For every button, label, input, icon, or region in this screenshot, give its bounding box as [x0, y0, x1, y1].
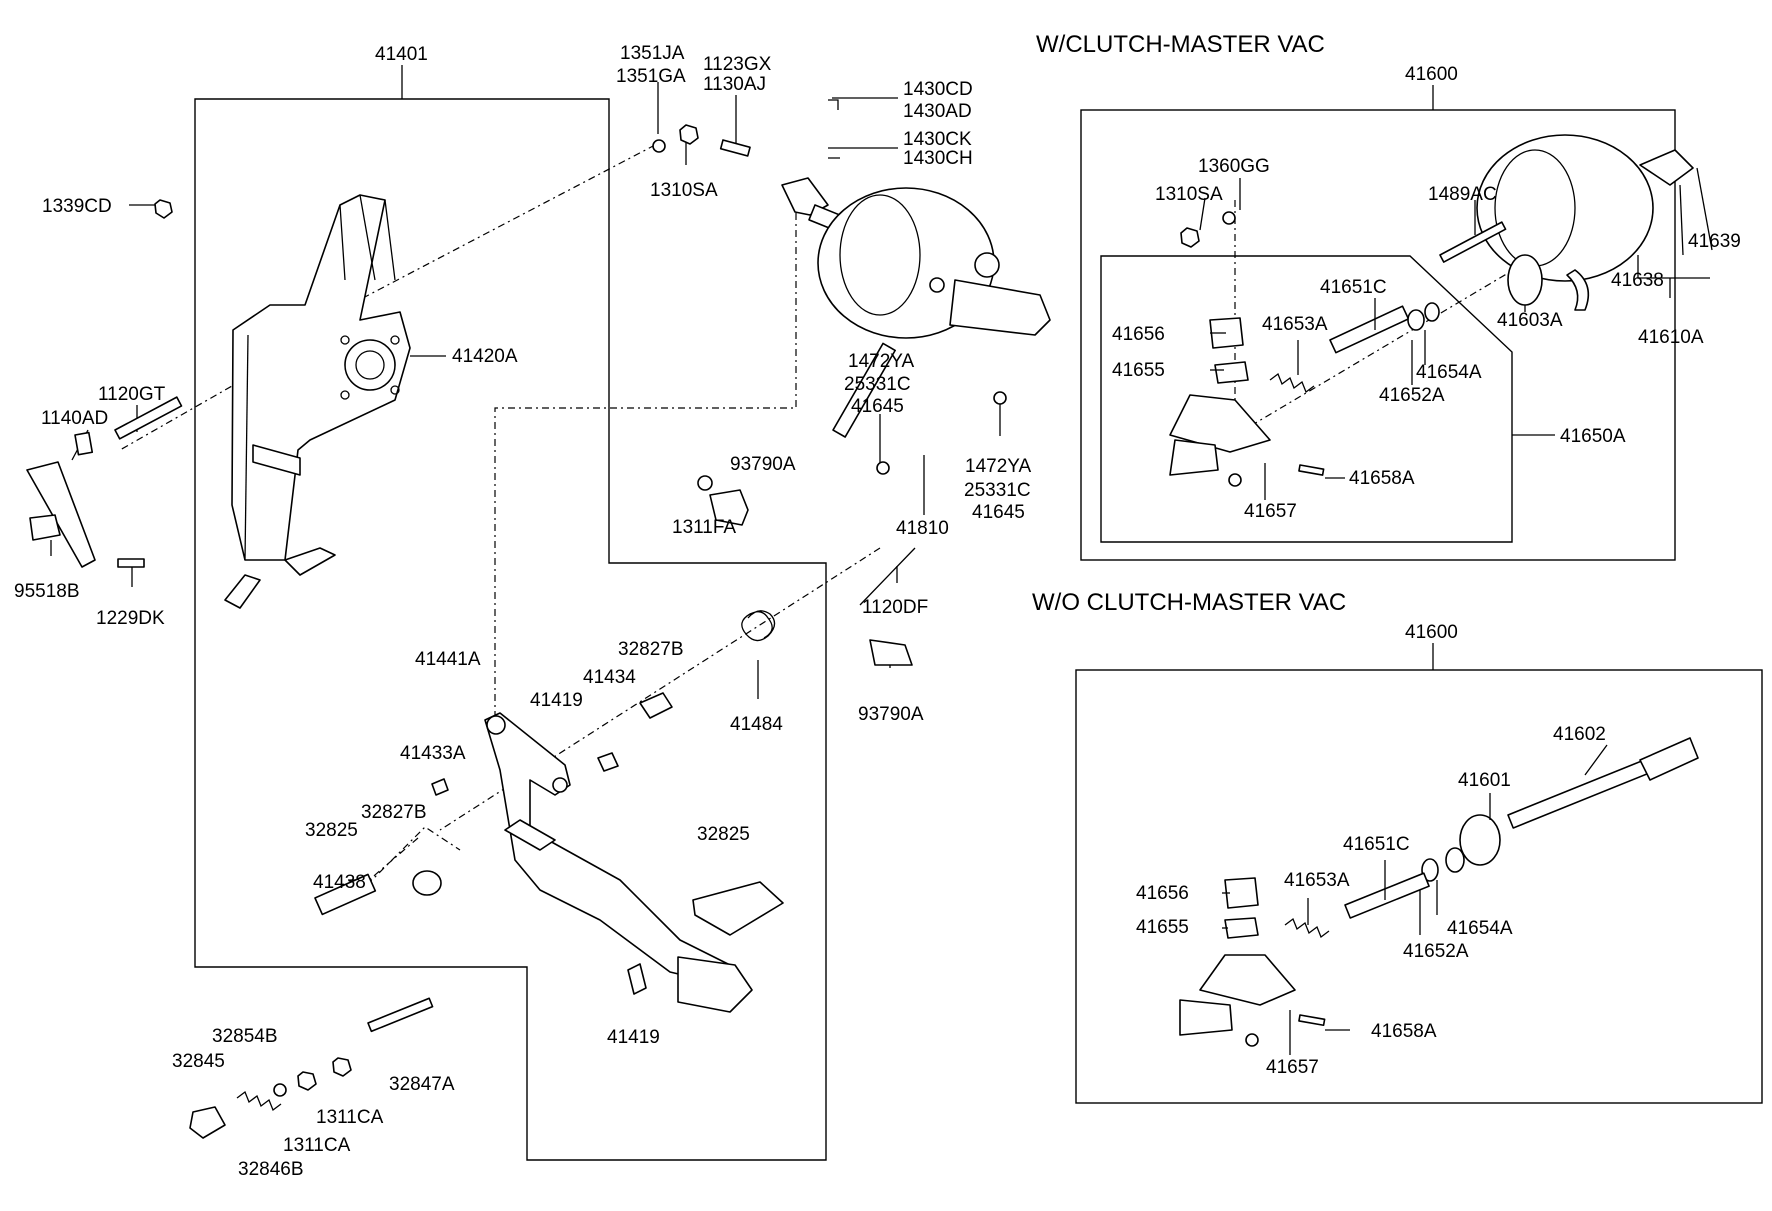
part-label: 32847A: [389, 1074, 455, 1095]
part-label: 93790A: [730, 454, 796, 475]
part-label: 1430CD: [903, 79, 973, 100]
part-label: 41600: [1405, 64, 1458, 85]
part-label: 1351JA: [620, 43, 685, 64]
part-label: 1489AC: [1428, 184, 1497, 205]
part-label: 41655: [1112, 360, 1165, 381]
part-label: 1229DK: [96, 608, 165, 629]
part-label: 41603A: [1497, 310, 1563, 331]
part-label: 41658A: [1349, 468, 1415, 489]
pedal-stop-adjuster: [189, 997, 434, 1139]
part-label: 41645: [851, 396, 904, 417]
part-label: 41441A: [415, 649, 481, 670]
part-label: 25331C: [964, 480, 1031, 501]
part-label: 41420A: [452, 346, 518, 367]
clutch-pedal-lever: [484, 712, 784, 1013]
brake-booster: [781, 177, 1051, 339]
part-label: 32825: [305, 820, 358, 841]
part-label: 41658A: [1371, 1021, 1437, 1042]
part-label: 41433A: [400, 743, 466, 764]
part-label: 41651C: [1320, 277, 1387, 298]
part-label: 1472YA: [848, 351, 915, 372]
part-label: 1310SA: [1155, 184, 1223, 205]
part-label: 32827B: [361, 802, 427, 823]
without-vac-frame: [1075, 669, 1763, 1104]
part-label: 25331C: [844, 374, 911, 395]
small-hardware-left: [26, 124, 1007, 916]
without-vac-leader-lines: [1222, 643, 1608, 1055]
part-label: 41645: [972, 502, 1025, 523]
part-label: 41484: [730, 714, 783, 735]
part-label: 32825: [697, 824, 750, 845]
part-label: 41654A: [1416, 362, 1482, 383]
part-label: 41401: [375, 44, 428, 65]
pedal-assembly-frame: [194, 98, 827, 1161]
part-label: 1311CA: [283, 1135, 351, 1156]
part-label: 1120DF: [862, 597, 928, 618]
part-label: 41639: [1688, 231, 1741, 252]
with-vac-booster-parts: [1180, 134, 1694, 311]
part-label: 93790A: [858, 704, 924, 725]
part-labels-without-vac: 41600 41602 41601 41651C 41656 41653A 41…: [1136, 622, 1606, 1078]
part-label: 41657: [1244, 501, 1297, 522]
pedal-bracket-41420a: [224, 194, 411, 609]
part-label: 41601: [1458, 770, 1511, 791]
part-label: 41434: [583, 667, 636, 688]
part-label: 1430CK: [903, 129, 972, 150]
part-label: 1472YA: [965, 456, 1032, 477]
part-label: 41651C: [1343, 834, 1410, 855]
part-label: 32846B: [238, 1159, 304, 1180]
part-label: 41638: [1611, 270, 1664, 291]
part-label: 41652A: [1403, 941, 1469, 962]
with-vac-outer-frame: [1080, 109, 1676, 561]
part-label: 1351GA: [616, 66, 686, 87]
with-vac-master-cylinder-frame: [1100, 255, 1513, 543]
part-label: 1140AD: [41, 408, 108, 429]
part-label: 95518B: [14, 581, 80, 602]
part-label: 41657: [1266, 1057, 1319, 1078]
heading-with-clutch-master-vac: W/CLUTCH-MASTER VAC: [1036, 31, 1325, 58]
part-label: 41600: [1405, 622, 1458, 643]
part-label: 1360GG: [1198, 156, 1270, 177]
part-label: 1310SA: [650, 180, 718, 201]
with-vac-master-cylinder: [1169, 302, 1440, 487]
part-label: 41602: [1553, 724, 1606, 745]
part-label: 41419: [607, 1027, 660, 1048]
part-label: 1311FA: [672, 517, 736, 538]
part-label: 32827B: [618, 639, 684, 660]
without-vac-parts: [1179, 737, 1699, 1047]
part-label: 41652A: [1379, 385, 1445, 406]
part-label: 1120GT: [98, 384, 166, 405]
part-label: 41653A: [1262, 314, 1328, 335]
part-label: 1130AJ: [703, 74, 766, 95]
part-label: 41655: [1136, 917, 1189, 938]
heading-without-clutch-master-vac: W/O CLUTCH-MASTER VAC: [1032, 589, 1346, 616]
part-label: 32845: [172, 1051, 225, 1072]
part-label: 41656: [1112, 324, 1165, 345]
part-label: 41656: [1136, 883, 1189, 904]
part-label: 41419: [530, 690, 583, 711]
part-label: 1430AD: [903, 101, 972, 122]
part-labels-with-vac: 41600 1360GG 1310SA 1489AC 41639 41638 4…: [1112, 64, 1741, 522]
part-label: 1339CD: [42, 196, 112, 217]
with-vac-leader-lines: [1199, 85, 1713, 500]
part-label: 1430CH: [903, 148, 973, 169]
part-label: 41438: [313, 872, 366, 893]
part-label: 1311CA: [316, 1107, 384, 1128]
part-label: 41810: [896, 518, 949, 539]
part-labels-left: 41401 1351JA 1351GA 1123GX 1130AJ 1430CD…: [14, 43, 1032, 1180]
part-label: 41654A: [1447, 918, 1513, 939]
part-label: 41650A: [1560, 426, 1626, 447]
part-label: 32854B: [212, 1026, 278, 1047]
part-label: 1123GX: [703, 54, 772, 75]
part-label: 41653A: [1284, 870, 1350, 891]
part-label: 41610A: [1638, 327, 1704, 348]
